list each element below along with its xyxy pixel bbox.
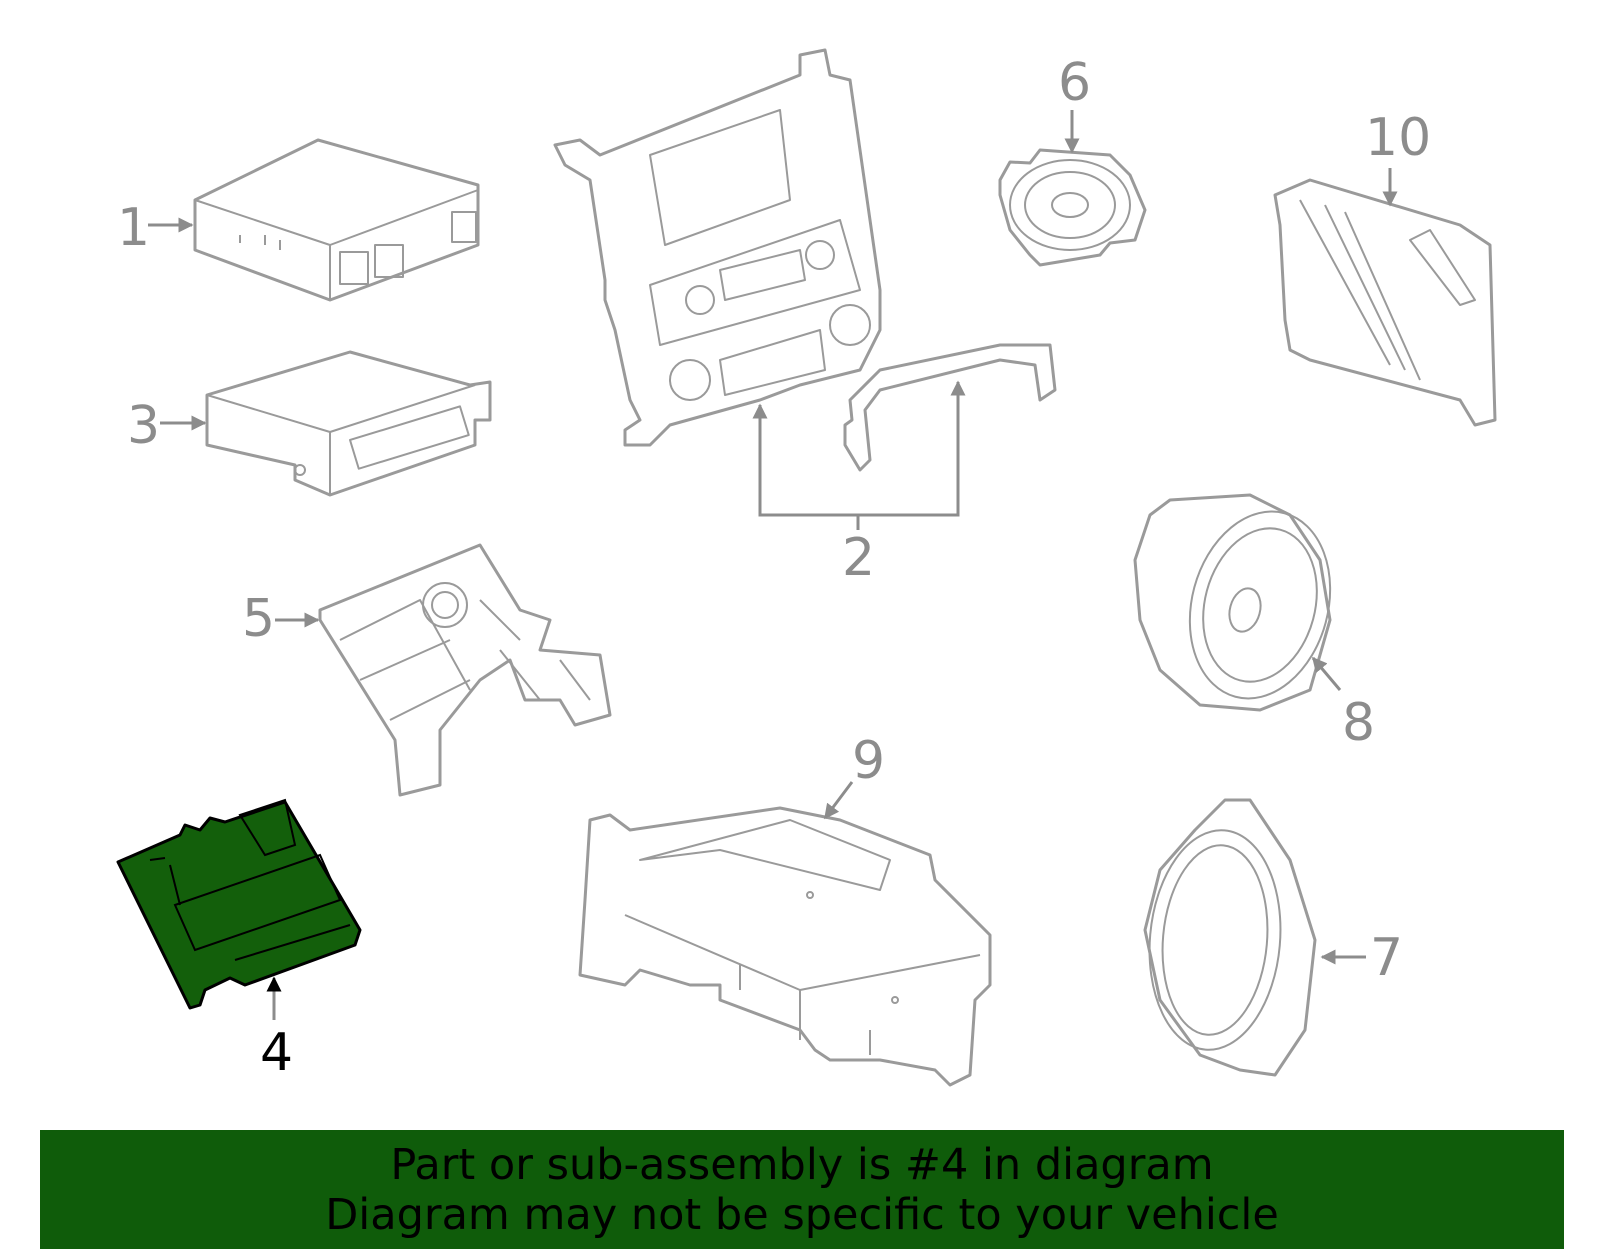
part-9-enclosure[interactable] — [578, 806, 992, 1087]
callout-6: 6 — [1058, 53, 1091, 113]
callout-1: 1 — [117, 198, 150, 258]
info-banner: Part or sub-assembly is #4 in diagram Di… — [40, 1130, 1564, 1249]
leader-8 — [1311, 656, 1342, 691]
part-8-speaker[interactable] — [1133, 493, 1350, 714]
callout-5: 5 — [242, 589, 275, 649]
banner-line-1: Part or sub-assembly is #4 in diagram — [390, 1140, 1214, 1190]
part-4-module-highlighted[interactable] — [116, 798, 362, 1010]
banner-line-2: Diagram may not be specific to your vehi… — [325, 1190, 1279, 1240]
part-1-receiver[interactable] — [193, 138, 480, 302]
part-10-amplifier[interactable] — [1273, 178, 1497, 427]
callout-4: 4 — [260, 1023, 293, 1083]
leader-9 — [823, 781, 854, 820]
callout-7: 7 — [1370, 928, 1403, 988]
part-2-trim-strip[interactable] — [843, 343, 1057, 472]
part-2-display-bezel[interactable] — [553, 48, 882, 447]
part-5-bracket[interactable] — [318, 543, 612, 797]
part-7-speaker[interactable] — [1141, 798, 1317, 1077]
callout-2: 2 — [842, 528, 875, 588]
callout-3: 3 — [127, 396, 160, 456]
part-3-module[interactable] — [205, 350, 492, 497]
callout-8: 8 — [1342, 693, 1375, 753]
part-6-tweeter[interactable] — [998, 148, 1147, 267]
callout-9: 9 — [852, 731, 885, 791]
callout-10: 10 — [1365, 108, 1431, 168]
